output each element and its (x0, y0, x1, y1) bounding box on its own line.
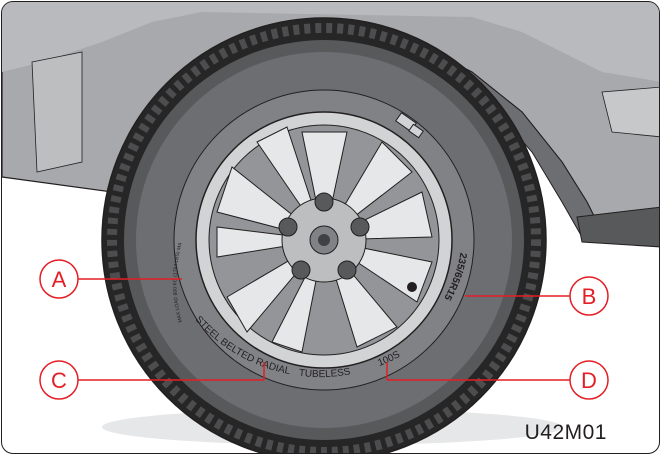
callout-leaders (78, 278, 572, 381)
tubeless-marking: TUBELESS (298, 366, 351, 380)
callout-d-label: D (581, 368, 597, 393)
callout-a-label: A (52, 267, 67, 292)
callout-c: C (39, 360, 79, 400)
callout-b: B (569, 276, 609, 316)
callout-d: D (569, 360, 609, 400)
callout-b-label: B (582, 284, 597, 309)
alloy-wheel (195, 111, 453, 369)
callout-c-label: C (51, 368, 67, 393)
valve-clip (395, 112, 424, 139)
callout-a: A (39, 259, 79, 299)
figure-code: U42M01 (524, 421, 607, 444)
